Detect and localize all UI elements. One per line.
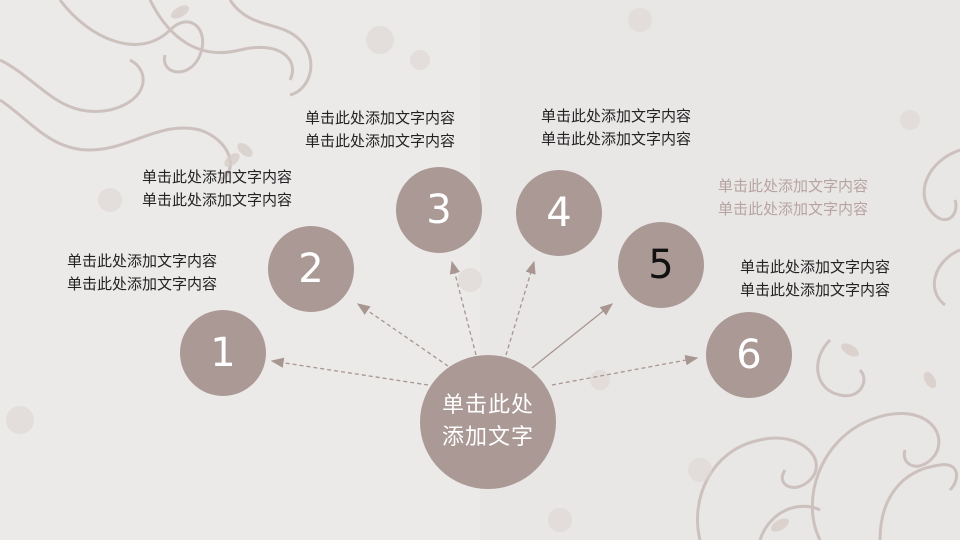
node-circle-4[interactable]: 4 — [516, 170, 602, 256]
node-label-2-line-1: 单击此处添加文字内容 — [142, 168, 293, 186]
node-label-4[interactable]: 单击此处添加文字内容 单击此处添加文字内容 — [541, 105, 691, 151]
node-label-5[interactable]: 单击此处添加文字内容 单击此处添加文字内容 — [718, 175, 868, 221]
node-circle-3[interactable]: 3 — [396, 167, 482, 253]
arrow-to-2 — [356, 303, 449, 367]
node-label-1-line-1: 单击此处添加文字内容 — [67, 252, 218, 270]
center-text-line-1: 单击此处 — [441, 393, 534, 418]
node-label-6-line-1: 单击此处添加文字内容 — [740, 258, 891, 276]
node-label-5-line-1: 单击此处添加文字内容 — [718, 177, 869, 195]
arrow-to-6 — [551, 355, 699, 386]
node-label-1[interactable]: 单击此处添加文字内容 单击此处添加文字内容 — [67, 250, 217, 296]
node-label-3[interactable]: 单击此处添加文字内容 单击此处添加文字内容 — [305, 107, 455, 153]
node-circle-2[interactable]: 2 — [268, 226, 354, 312]
node-label-2-line-2: 单击此处添加文字内容 — [142, 191, 293, 209]
arrow-to-5 — [531, 303, 614, 369]
node-label-6-line-2: 单击此处添加文字内容 — [740, 281, 891, 299]
node-label-4-line-1: 单击此处添加文字内容 — [541, 107, 692, 125]
node-circle-5[interactable]: 5 — [618, 222, 704, 308]
node-label-3-line-2: 单击此处添加文字内容 — [305, 132, 456, 150]
center-text-line-2: 添加文字 — [441, 425, 534, 450]
node-label-3-line-1: 单击此处添加文字内容 — [305, 109, 456, 127]
node-label-6[interactable]: 单击此处添加文字内容 单击此处添加文字内容 — [740, 256, 890, 302]
node-label-1-line-2: 单击此处添加文字内容 — [67, 275, 218, 293]
arrow-to-3 — [449, 260, 477, 356]
node-circle-1[interactable]: 1 — [180, 310, 266, 396]
arrow-to-4 — [505, 260, 536, 356]
center-circle[interactable]: 单击此处 添加文字 — [420, 355, 556, 489]
arrow-to-1 — [270, 357, 429, 386]
node-label-2[interactable]: 单击此处添加文字内容 单击此处添加文字内容 — [142, 166, 292, 212]
node-label-5-line-2: 单击此处添加文字内容 — [718, 200, 869, 218]
node-circle-6[interactable]: 6 — [706, 312, 792, 398]
node-label-4-line-2: 单击此处添加文字内容 — [541, 130, 692, 148]
